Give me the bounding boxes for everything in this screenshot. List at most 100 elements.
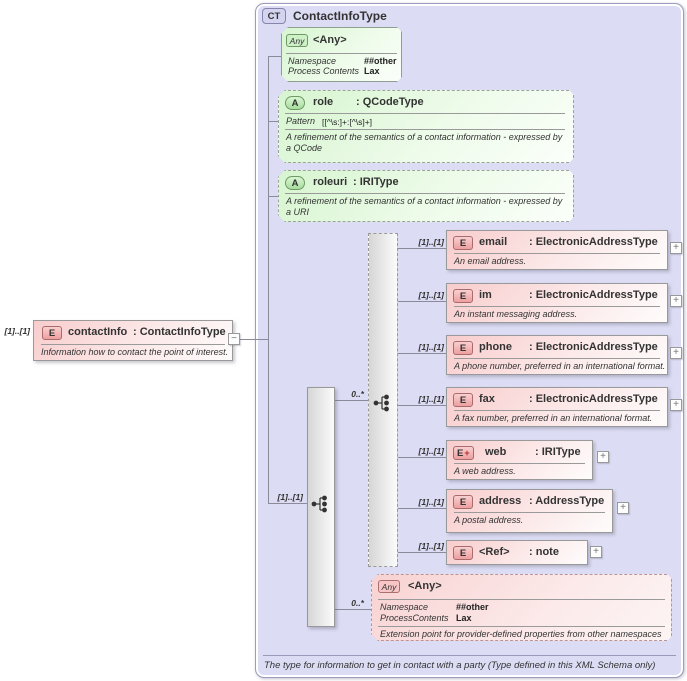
divider <box>285 113 565 114</box>
expand-button[interactable]: + <box>617 502 629 514</box>
cardinality-label: [1]..[1] <box>4 326 31 336</box>
attribute-name: role <box>313 96 334 108</box>
element-badge: E <box>453 546 473 560</box>
attribute-description: A refinement of the semantics of a conta… <box>286 132 563 153</box>
cardinality-label: [1]..[1] <box>418 394 445 404</box>
expand-button[interactable]: + <box>670 399 682 411</box>
element-description: An instant messaging address. <box>454 309 578 319</box>
divider <box>454 253 660 254</box>
property-value: Lax <box>364 66 380 76</box>
connector-line-role <box>268 121 279 122</box>
attribute-description: A refinement of the semantics of a conta… <box>286 196 563 217</box>
sequence-bar[interactable] <box>307 387 335 627</box>
element-contactinfo-box[interactable]: E contactInfo : ContactInfoType Informat… <box>33 320 233 361</box>
pattern-label: Pattern <box>286 116 316 126</box>
element-with-children-badge: E+ <box>453 446 474 460</box>
expand-button[interactable]: + <box>670 347 682 359</box>
attribute-title: roleuri : IRIType <box>313 176 399 188</box>
cardinality-label: [1]..[1] <box>418 290 445 300</box>
sequence-icon <box>311 495 327 513</box>
attribute-role-box[interactable]: A role : QCodeType Pattern [[^\s:]+:[^\s… <box>278 90 574 163</box>
property-label: ProcessContents <box>380 613 449 623</box>
element-type: : ContactInfoType <box>133 326 226 338</box>
divider <box>378 626 665 627</box>
element-description: A fax number, preferred in an internatio… <box>454 413 653 423</box>
element-badge: E <box>42 326 62 340</box>
divider <box>454 358 660 359</box>
element-badge: E <box>453 393 473 407</box>
element-title: phone : ElectronicAddressType <box>479 341 658 353</box>
divider <box>286 53 397 54</box>
element-title: fax : ElectronicAddressType <box>479 393 658 405</box>
element-badge: E <box>453 341 473 355</box>
element-name: address <box>479 495 522 507</box>
wildcard-description: Extension point for provider-defined pro… <box>380 629 662 639</box>
divider <box>454 306 660 307</box>
connector-line <box>398 353 446 354</box>
element-email-box[interactable]: E email : ElectronicAddressType An email… <box>446 230 668 270</box>
connector-line-choice <box>335 400 369 401</box>
element-badge: E <box>453 495 473 509</box>
property-label: Namespace <box>380 602 429 612</box>
element-phone-box[interactable]: E phone : ElectronicAddressType A phone … <box>446 335 668 375</box>
cardinality-label: [1]..[1] <box>418 237 445 247</box>
element-title: web : IRIType <box>485 446 581 458</box>
element-title: email : ElectronicAddressType <box>479 236 658 248</box>
attribute-badge: A <box>285 96 305 110</box>
any-badge: Any <box>286 34 308 47</box>
connector-line <box>398 301 446 302</box>
element-name: <Ref> <box>479 546 510 558</box>
connector-line-sequence <box>268 503 308 504</box>
element-im-box[interactable]: E im : ElectronicAddressType An instant … <box>446 283 668 323</box>
element-name: fax <box>479 393 495 405</box>
cardinality-label: 0..* <box>351 389 364 399</box>
expand-button[interactable]: + <box>670 242 682 254</box>
choice-bar[interactable] <box>368 233 398 567</box>
property-label: Namespace <box>288 56 337 66</box>
type-footnote: The type for information to get in conta… <box>264 660 656 671</box>
divider <box>285 193 565 194</box>
element-type: : ElectronicAddressType <box>529 341 658 353</box>
connector-line <box>398 248 446 249</box>
divider <box>41 344 225 345</box>
element-name: im <box>479 289 492 301</box>
attribute-roleuri-box[interactable]: A roleuri : IRIType A refinement of the … <box>278 170 574 222</box>
attribute-title: role : QCodeType <box>313 96 424 108</box>
element-type: : note <box>529 546 559 558</box>
cardinality-label: 0..* <box>351 598 364 608</box>
cardinality-label: [1]..[1] <box>418 497 445 507</box>
element-web-box[interactable]: E+ web : IRIType A web address. <box>446 440 593 480</box>
cardinality-label: [1]..[1] <box>277 492 304 502</box>
attribute-any-box[interactable]: Any <Any> Namespace ##other Process Cont… <box>281 27 402 82</box>
divider <box>454 512 605 513</box>
element-address-box[interactable]: E address : AddressType A postal address… <box>446 489 613 533</box>
collapse-button[interactable]: − <box>228 333 240 345</box>
element-fax-box[interactable]: E fax : ElectronicAddressType A fax numb… <box>446 387 668 427</box>
connector-line <box>398 405 446 406</box>
attribute-badge: A <box>285 176 305 190</box>
choice-icon <box>373 394 389 412</box>
trunk-connector-line <box>268 56 269 504</box>
expand-button[interactable]: + <box>590 546 602 558</box>
divider <box>285 129 565 130</box>
complex-type-badge: CT <box>262 8 286 24</box>
property-label: Process Contents <box>288 66 360 76</box>
element-any-box[interactable]: Any <Any> Namespace ##other ProcessConte… <box>371 574 672 641</box>
property-value: Lax <box>456 613 472 623</box>
element-badge: E <box>453 289 473 303</box>
element-ref-box[interactable]: E <Ref> : note <box>446 540 588 565</box>
element-name: contactInfo <box>68 326 128 338</box>
expand-button[interactable]: + <box>670 295 682 307</box>
element-description: A postal address. <box>454 515 524 525</box>
connector-line-any-element <box>335 609 372 610</box>
element-type: : ElectronicAddressType <box>529 289 658 301</box>
pattern-value: [[^\s:]+:[^\s]+] <box>322 117 373 127</box>
cardinality-label: [1]..[1] <box>418 342 445 352</box>
expand-button[interactable]: + <box>597 451 609 463</box>
element-type: : ElectronicAddressType <box>529 236 658 248</box>
element-type: : IRIType <box>535 446 581 458</box>
element-description: A phone number, preferred in an internat… <box>454 361 666 371</box>
wildcard-title: <Any> <box>408 580 442 592</box>
connector-line <box>398 508 446 509</box>
